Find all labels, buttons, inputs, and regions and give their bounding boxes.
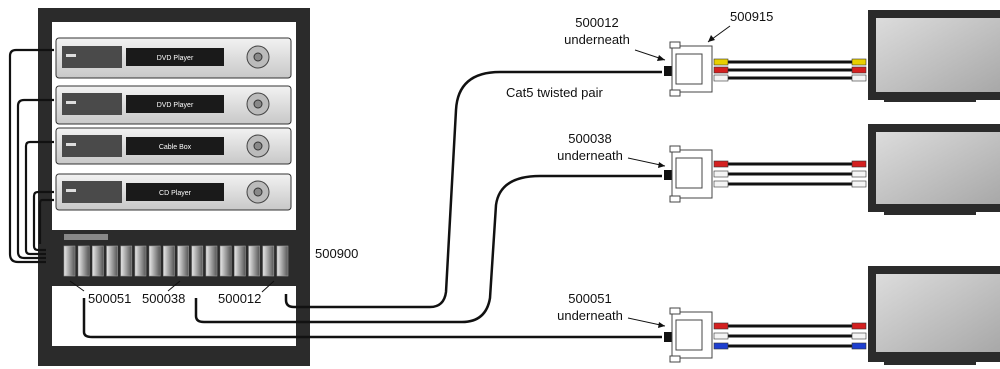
- receiver-note-label: underneath: [557, 148, 623, 163]
- rca-plug: [713, 170, 729, 178]
- rca-plug: [713, 160, 729, 168]
- port-label: 500051: [88, 291, 131, 306]
- panel-port: [120, 245, 133, 277]
- rca-plug: [851, 322, 867, 330]
- panel-port: [148, 245, 161, 277]
- receiver-note-label: underneath: [557, 308, 623, 323]
- receiver-note-label: underneath: [564, 32, 630, 47]
- rca-plug: [713, 74, 729, 82]
- device-label: Cable Box: [159, 144, 192, 151]
- dvd-player-2: DVD Player: [55, 85, 292, 125]
- rca-plug: [713, 180, 729, 188]
- cd-player: CD Player: [55, 173, 292, 211]
- adapter-model-label: 500915: [730, 9, 773, 24]
- panel-port: [276, 245, 289, 277]
- cables: [8, 48, 662, 339]
- receiver-500051: 500051 underneath: [557, 291, 713, 363]
- rca-plug: [713, 66, 729, 74]
- rca-plug: [713, 342, 729, 350]
- rca-plug: [851, 180, 867, 188]
- panel-port: [77, 245, 90, 277]
- rca-plug: [851, 332, 867, 340]
- rca-plug: [851, 170, 867, 178]
- panel-port: [163, 245, 175, 277]
- panel-port: [191, 245, 204, 277]
- tv-3: [868, 266, 1000, 365]
- panel-port: [219, 245, 232, 277]
- dvd-player-1: DVD Player: [55, 37, 292, 79]
- receiver-500012: 500012 underneath: [564, 15, 713, 97]
- port-label: 500012: [218, 291, 261, 306]
- panel-port: [262, 245, 275, 277]
- tv-2: [868, 124, 1000, 215]
- rca-plug: [713, 322, 729, 330]
- panel-port: [177, 245, 189, 277]
- receiver-model-label: 500038: [568, 131, 611, 146]
- panel-port: [106, 245, 118, 277]
- panel-port: [248, 245, 260, 277]
- cable-box: Cable Box: [55, 127, 292, 165]
- panel-port: [134, 245, 147, 277]
- rca-plug: [851, 74, 867, 82]
- rca-plug: [851, 66, 867, 74]
- rca-cables: [713, 58, 867, 350]
- device-label: DVD Player: [157, 55, 194, 62]
- rca-plug: [713, 332, 729, 340]
- cable-type-label: Cat5 twisted pair: [506, 85, 603, 100]
- receiver-500038: 500038 underneath: [557, 131, 713, 203]
- receiver-model-label: 500012: [575, 15, 618, 30]
- port-labels: 500051 500038 500012: [69, 280, 275, 306]
- panel-port: [63, 245, 76, 277]
- port-label: 500038: [142, 291, 185, 306]
- receiver-model-label: 500051: [568, 291, 611, 306]
- panel-port: [234, 245, 246, 277]
- panel-ports: [63, 245, 289, 277]
- device-label: CD Player: [159, 190, 192, 197]
- tv-1: [868, 10, 1000, 102]
- patch-panel: [46, 230, 302, 286]
- rca-plug: [851, 160, 867, 168]
- rca-plug: [851, 342, 867, 350]
- device-label: DVD Player: [157, 102, 194, 109]
- patch-panel-label: 500900: [315, 246, 358, 261]
- panel-port: [92, 245, 104, 277]
- rca-plug: [851, 58, 867, 66]
- rca-plug: [713, 58, 729, 66]
- panel-port: [205, 245, 218, 277]
